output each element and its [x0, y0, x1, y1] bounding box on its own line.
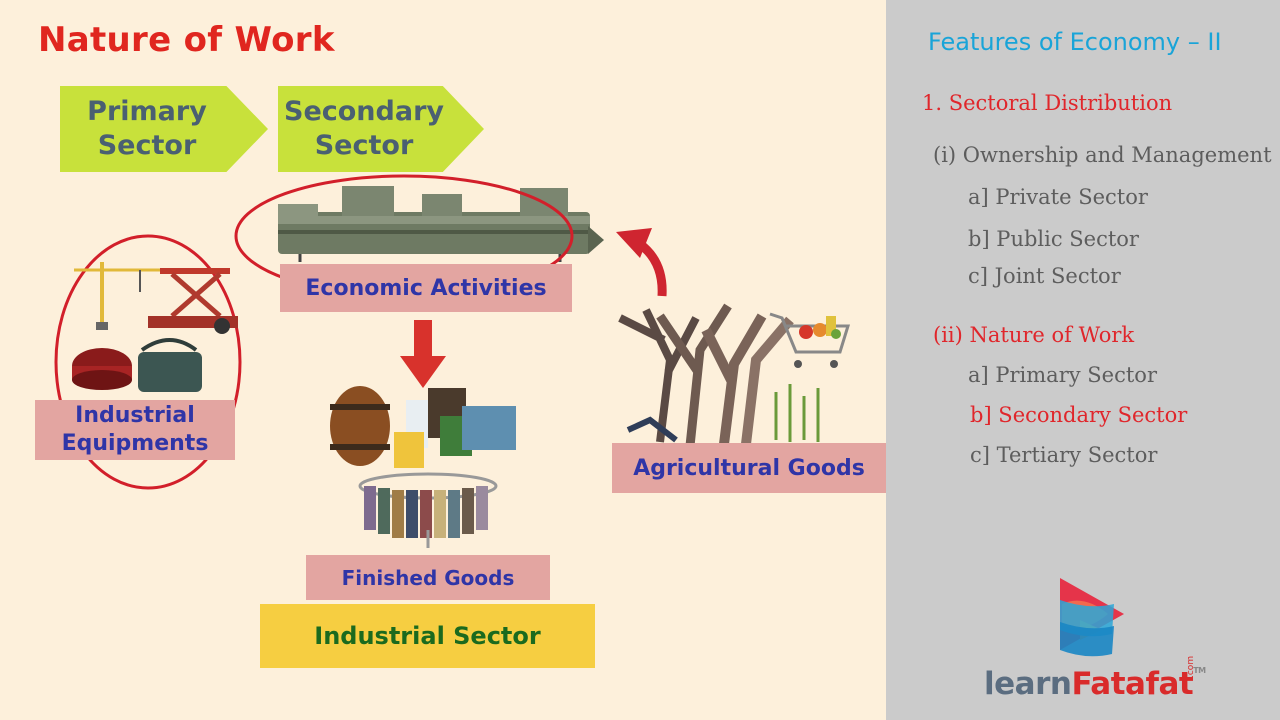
tool-bag-icon	[138, 338, 202, 392]
cable-spool-icon	[72, 348, 132, 390]
outline-item-public-sector: b] Public Sector	[968, 227, 1139, 251]
outline-item-private-sector: a] Private Sector	[968, 185, 1148, 209]
trees-icon	[618, 303, 794, 447]
outline-item-primary-sector: a] Primary Sector	[968, 363, 1157, 387]
factory-machine-icon	[278, 186, 604, 262]
packaged-goods-icon	[394, 388, 516, 468]
clothes-rack-icon	[358, 472, 498, 548]
outline-item-joint-sector: c] Joint Sector	[968, 264, 1121, 288]
brand-trademark: TM	[1193, 666, 1206, 675]
outline-item-ownership: (i) Ownership and Management	[933, 143, 1272, 167]
slide-title: Nature of Work	[38, 20, 335, 60]
shopping-cart-icon	[769, 312, 851, 368]
outline-item-sectoral-distribution: 1. Sectoral Distribution	[922, 91, 1173, 115]
agricultural-goods-label: Agricultural Goods	[612, 443, 886, 493]
industrial-sector-box: Industrial Sector	[260, 604, 595, 668]
outline-item-nature-of-work: (ii) Nature of Work	[933, 323, 1135, 347]
industrial-equipments-text: Industrial Equipments	[61, 403, 209, 456]
outline-item-tertiary-sector: c] Tertiary Sector	[970, 443, 1158, 467]
primary-sector-chevron: Primary Sector	[60, 86, 268, 172]
scissor-lift-icon	[148, 268, 238, 334]
curved-arrow-icon	[616, 228, 667, 297]
sidebar-title: Features of Economy – II	[928, 28, 1222, 56]
brand-part-learn: learn	[984, 666, 1072, 702]
barrel-icon	[330, 386, 390, 466]
down-arrow-icon	[400, 320, 446, 388]
brand-wordmark: learnFatafatTM	[984, 666, 1206, 702]
learnfatafat-logo-icon	[1060, 578, 1124, 657]
crops-icon	[774, 384, 820, 442]
industrial-equipments-label: Industrial Equipments	[35, 400, 235, 460]
crane-icon	[74, 262, 160, 330]
brand-part-fatafat: Fatafat	[1071, 666, 1194, 702]
secondary-sector-label: Secondary Sector	[284, 96, 444, 161]
secondary-sector-chevron: Secondary Sector	[278, 86, 484, 172]
illustration-layer	[54, 174, 851, 548]
outline-item-secondary-sector: b] Secondary Sector	[970, 403, 1188, 427]
highlight-ellipse-equipment	[54, 234, 242, 490]
brand-dotcom: .com	[1186, 655, 1196, 678]
primary-sector-label: Primary Sector	[87, 96, 207, 161]
finished-goods-label: Finished Goods	[306, 555, 550, 600]
economic-activities-label: Economic Activities	[280, 264, 572, 312]
